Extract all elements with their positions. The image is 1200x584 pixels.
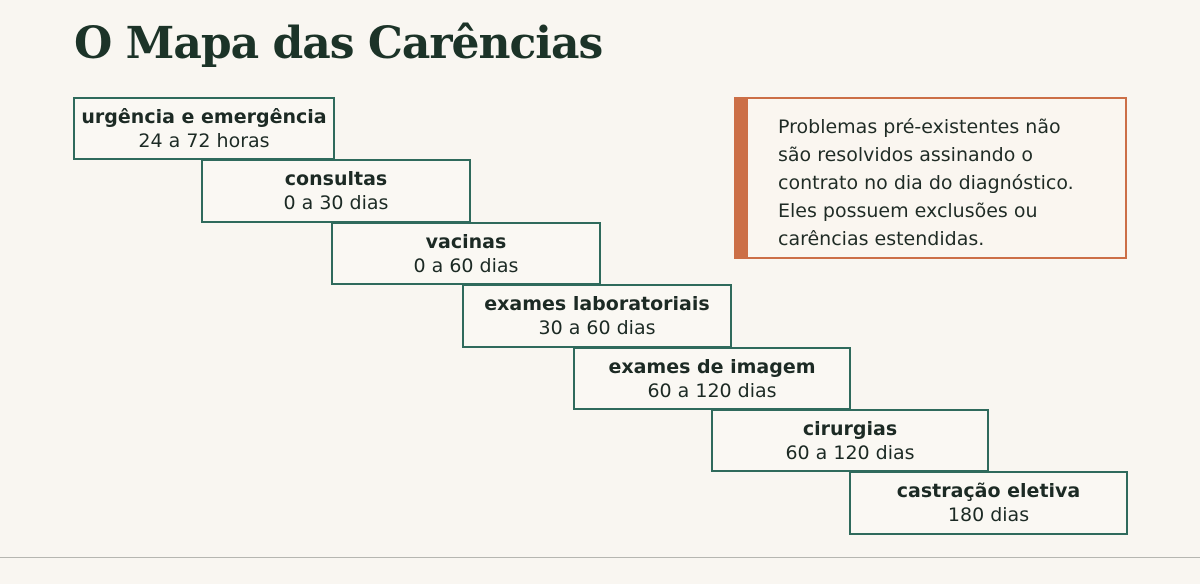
step-name: vacinas [425,231,507,253]
step-urgencia: urgência e emergência 24 a 72 horas [73,97,335,160]
step-name: cirurgias [802,418,898,440]
step-name: castração eletiva [896,480,1081,502]
step-vacinas: vacinas 0 a 60 dias [331,222,601,285]
step-exames-imagem: exames de imagem 60 a 120 dias [573,347,851,410]
step-exames-laboratoriais: exames laboratoriais 30 a 60 dias [462,284,732,348]
step-name: consultas [284,168,388,190]
note-line: contrato no dia do diagnóstico. [778,172,1074,194]
step-consultas: consultas 0 a 30 dias [201,159,471,223]
step-duration: 0 a 60 dias [413,255,519,277]
step-duration: 30 a 60 dias [538,317,656,339]
step-duration: 60 a 120 dias [785,442,915,464]
step-castracao: castração eletiva 180 dias [849,471,1128,535]
note-line: Problemas pré-existentes não [778,116,1061,138]
step-name: urgência e emergência [81,106,327,128]
note-line: Eles possuem exclusões ou [778,200,1038,222]
callout-note: Problemas pré-existentes não são resolvi… [734,97,1127,259]
step-duration: 180 dias [947,504,1030,526]
page-title: O Mapa das Carências [74,18,603,69]
step-cirurgias: cirurgias 60 a 120 dias [711,409,989,472]
step-name: exames de imagem [608,356,816,378]
bottom-divider [0,557,1200,558]
note-line: são resolvidos assinando o [778,144,1034,166]
note-line: carências estendidas. [778,228,985,250]
step-duration: 24 a 72 horas [138,130,270,152]
step-duration: 0 a 30 dias [283,192,389,214]
step-duration: 60 a 120 dias [647,380,777,402]
step-name: exames laboratoriais [484,293,710,315]
